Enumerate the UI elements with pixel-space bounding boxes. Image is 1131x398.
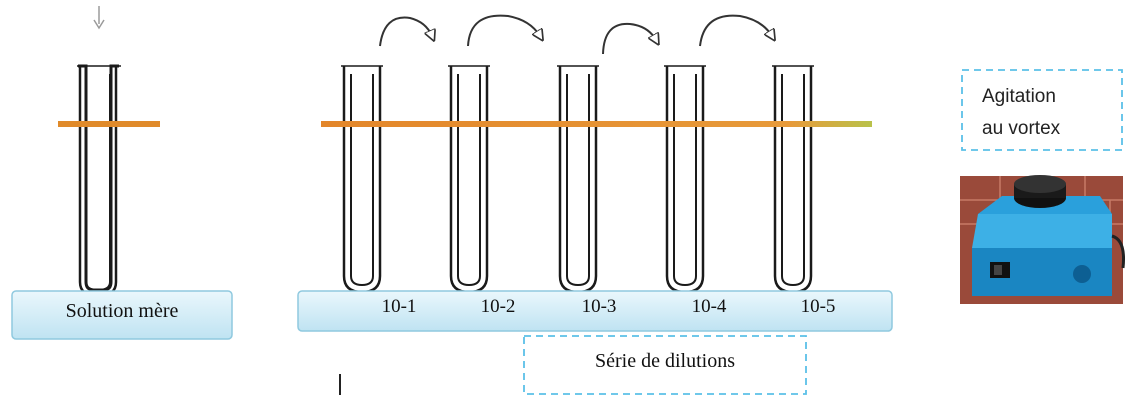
transfer-arrow-icon-4 [699,14,772,47]
stock-tube [77,64,121,298]
dilution-tube-4 [664,65,706,294]
pour-arrow-icon [93,6,105,30]
dilution-rack [297,290,893,332]
transfer-arrow-icon-1 [379,16,432,47]
stock-rack [11,290,233,340]
vortex-caption-line1: Agitation [982,86,1056,107]
vortex-mixer-photo [960,175,1125,304]
dilution-caption-box [523,335,807,395]
dilution-label-2: 10-2 [480,296,516,317]
dilution-label-3: 10-3 [581,296,617,317]
dilution-label-4: 10-4 [691,296,727,317]
stock-label: Solution mère [65,300,179,322]
stock-level-line [58,121,160,127]
dilution-label-1: 10-1 [381,296,417,317]
dilution-level-line [321,121,872,127]
dilution-tube-3 [557,65,599,294]
dilution-tube-2 [448,65,490,294]
transfer-arrow-icon-3 [602,22,656,55]
transfer-arrow-icon-2 [467,14,540,47]
dilution-tube-5 [772,65,814,294]
dilution-caption: Série de dilutions [595,350,735,372]
dilution-tube-1 [341,65,383,294]
vortex-caption-line2: au vortex [982,118,1061,139]
dilution-label-5: 10-5 [800,296,836,317]
